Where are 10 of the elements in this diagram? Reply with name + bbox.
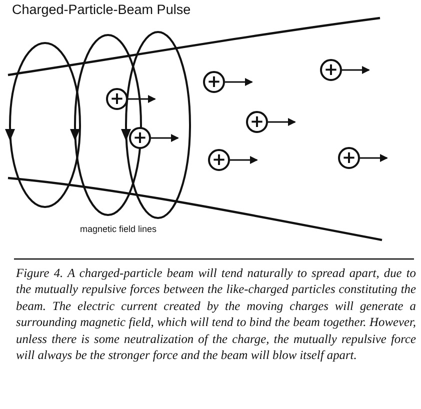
charged-particle: +: [320, 59, 342, 81]
diagram-title: Charged-Particle-Beam Pulse: [12, 2, 191, 17]
charged-particle: +: [246, 111, 268, 133]
charged-particle: +: [338, 147, 360, 169]
charged-particle: +: [106, 88, 128, 110]
figure-caption: Figure 4. A charged-particle beam will tend naturally to spread apart, due to the mutually repulsive forces between the like-charged particles constituting the beam. The electric current created by the moving charges will generate a surrounding magnetic field, which will tend to bind the beam together. However, unless there is some neutralization of the charge, the mutually repulsive force will always be the stronger force and the beam will blow itself apart.: [16, 265, 416, 364]
charged-particle: +: [129, 127, 151, 149]
field-lines-label: magnetic field lines: [80, 224, 157, 234]
charged-particle: +: [208, 149, 230, 171]
charged-particle: +: [203, 71, 225, 93]
